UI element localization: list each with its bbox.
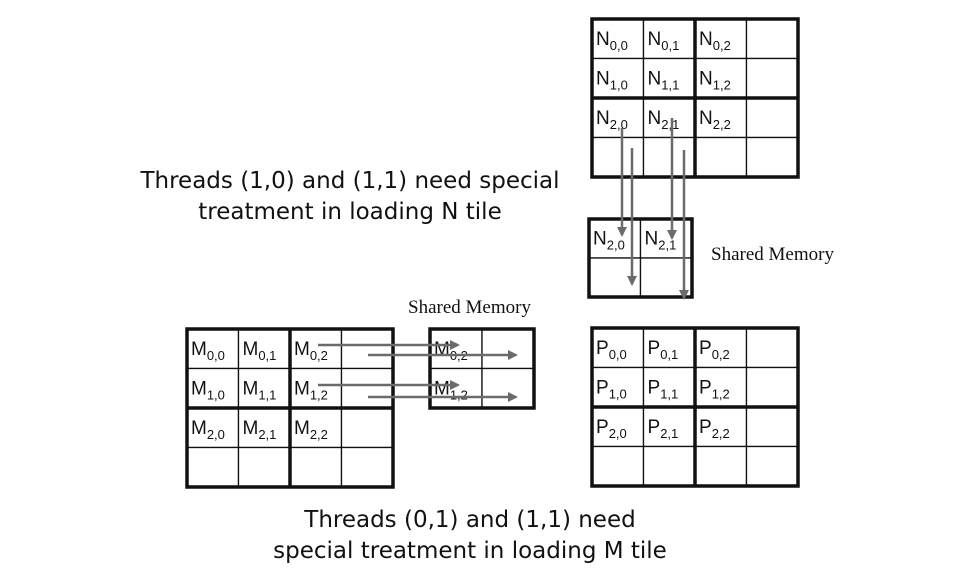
matrix-cell (186, 446, 240, 488)
matrix-cell (745, 18, 799, 60)
matrix-cell (237, 446, 291, 488)
n-tile-caption-line-1: Threads (1,0) and (1,1) need special (139, 168, 559, 194)
matrix-cell (642, 445, 696, 487)
matrix-cell (340, 446, 394, 488)
matrix-cell (237, 328, 291, 370)
matrix-cell (642, 136, 696, 178)
matrix-cell (642, 327, 696, 369)
matrix-cell (340, 407, 394, 449)
matrix-cell (694, 136, 748, 178)
matrix-cell (694, 406, 748, 448)
matrix-cell (642, 406, 696, 448)
matrix-cell (642, 97, 696, 139)
cell-label: N1,2 (699, 69, 731, 93)
matrix-cell (745, 406, 799, 448)
matrix-cell (591, 136, 645, 178)
matrix-cell (745, 97, 799, 139)
matrix-cell (289, 328, 343, 370)
matrix-cell (481, 328, 535, 370)
matrix-cell (340, 328, 394, 370)
matrix-cell (340, 367, 394, 409)
matrix-cell (591, 97, 645, 139)
matrix-cell (745, 136, 799, 178)
matrix-cell (694, 445, 748, 487)
matrix-cell (591, 445, 645, 487)
matrix-cell (481, 367, 535, 409)
matrix-border (428, 327, 536, 410)
matrix-cell (642, 366, 696, 408)
matrix-cell (591, 366, 645, 408)
matrix-cell (237, 367, 291, 409)
m-tile-caption-line-1: Threads (0,1) and (1,1) need (303, 507, 635, 533)
m-tile-caption-line-2: special treatment in loading M tile (273, 538, 667, 564)
matrix-cell (745, 445, 799, 487)
matrix-cell (745, 327, 799, 369)
n-tile-caption-line-2: treatment in loading N tile (198, 199, 501, 225)
matrix-cell (237, 407, 291, 449)
matrix-cell (745, 57, 799, 99)
matrix-cell (745, 366, 799, 408)
shared-memory-label-n: Shared Memory (711, 244, 834, 265)
matrix-cell (289, 446, 343, 488)
shared-memory-label-m: Shared Memory (408, 297, 531, 318)
matrix-border (587, 217, 694, 299)
matrix-cell (694, 366, 748, 408)
